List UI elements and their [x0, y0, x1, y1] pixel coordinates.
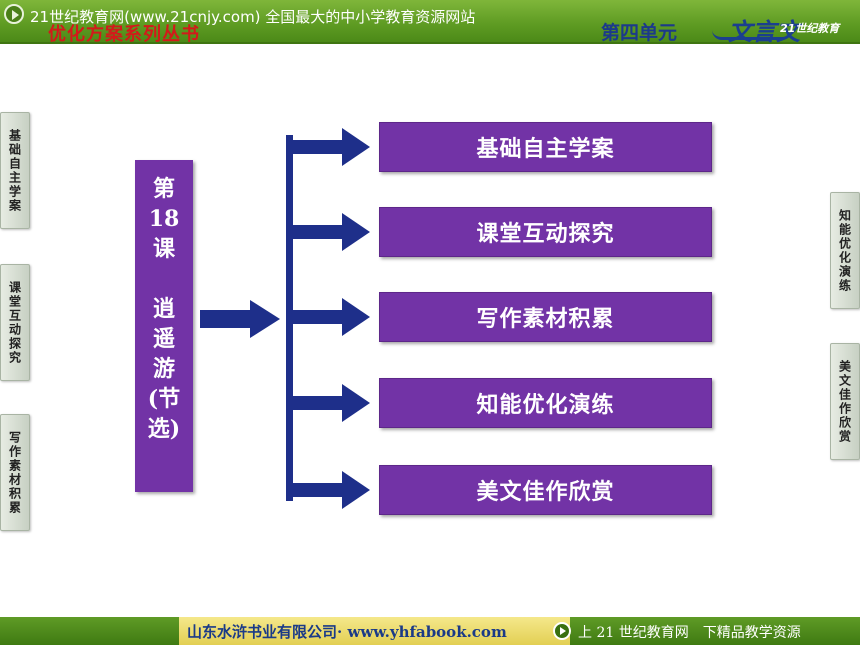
- branch-arrow-icon: [290, 128, 370, 166]
- side-tab-practice[interactable]: 知能优化演练: [830, 192, 860, 309]
- logo-text: 21世纪教育: [780, 22, 840, 35]
- menu-basic-study-button[interactable]: 基础自主学案: [379, 122, 712, 172]
- header-bar: 21世纪教育网(www.21cnjy.com) 全国最大的中小学教育资源网站 优…: [0, 0, 860, 46]
- menu-appreciation-button[interactable]: 美文佳作欣赏: [379, 465, 712, 515]
- unit-label: 第四单元: [601, 22, 678, 44]
- menu-writing-button[interactable]: 写作素材积累: [379, 292, 712, 342]
- lesson-title-char: 选): [147, 416, 181, 442]
- lesson-title-char: 第: [152, 176, 175, 202]
- lesson-title-char: 遥: [152, 326, 175, 352]
- logo-swoosh-icon: [712, 30, 792, 40]
- menu-practice-button[interactable]: 知能优化演练: [379, 378, 712, 428]
- lesson-title-char: 游: [152, 356, 175, 382]
- side-tab-label: 写作素材积累: [7, 430, 22, 515]
- lesson-title-char: 课: [152, 236, 175, 262]
- play-circle-icon[interactable]: [4, 4, 24, 24]
- site-banner[interactable]: 21世纪教育网(www.21cnjy.com) 全国最大的中小学教育资源网站: [30, 8, 476, 26]
- lesson-number: 18: [148, 206, 180, 232]
- side-tab-classroom[interactable]: 课堂互动探究: [0, 264, 30, 381]
- side-tab-writing[interactable]: 写作素材积累: [0, 414, 30, 531]
- footer-promo[interactable]: 上 21 世纪教育网 下精品教学资源: [578, 625, 801, 641]
- side-tab-label: 基础自主学案: [7, 128, 22, 213]
- side-tab-label: 知能优化演练: [837, 208, 852, 293]
- side-tab-label: 美文佳作欣赏: [837, 359, 852, 444]
- main-arrow-icon: [200, 300, 280, 338]
- side-tab-basic-study[interactable]: 基础自主学案: [0, 112, 30, 229]
- branch-arrow-icon: [290, 298, 370, 336]
- series-title: 优化方案系列丛书: [48, 24, 200, 45]
- play-circle-icon[interactable]: [553, 622, 571, 640]
- branch-arrow-icon: [290, 471, 370, 509]
- menu-classroom-button[interactable]: 课堂互动探究: [379, 207, 712, 257]
- branch-arrow-icon: [290, 213, 370, 251]
- lesson-title-box: 第 18 课 逍 遥 游 (节 选): [135, 160, 193, 492]
- genre-label: 文言文: [728, 17, 800, 46]
- side-tab-label: 课堂互动探究: [7, 280, 22, 365]
- lesson-title-char: (节: [147, 386, 181, 412]
- side-tab-appreciation[interactable]: 美文佳作欣赏: [830, 343, 860, 460]
- footer-publisher[interactable]: 山东水浒书业有限公司· www.yhfabook.com: [179, 617, 570, 645]
- lesson-title-char: 逍: [152, 296, 175, 322]
- branch-arrow-icon: [290, 384, 370, 422]
- bracket-line: [286, 135, 293, 501]
